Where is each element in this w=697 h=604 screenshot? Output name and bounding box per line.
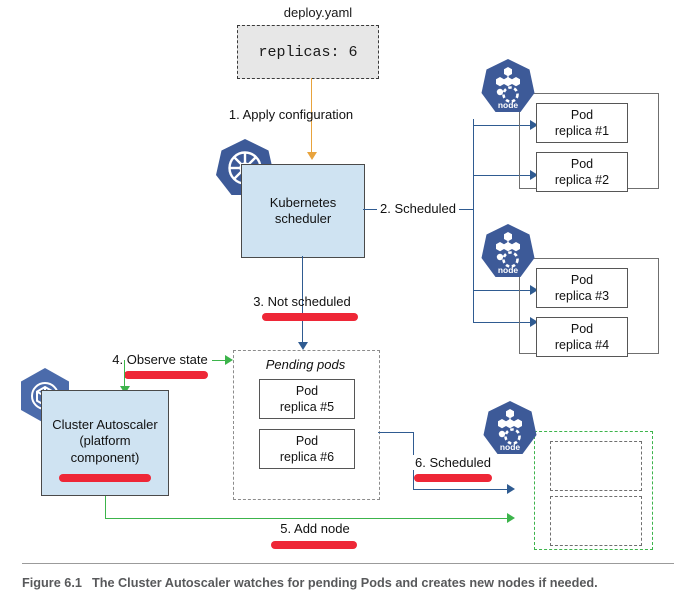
pod-label-line2: replica #3 bbox=[554, 289, 610, 303]
step-highlight-3 bbox=[262, 313, 358, 321]
pod-label-line1: Pod bbox=[570, 272, 594, 287]
connector-observe-state bbox=[212, 360, 226, 361]
pod-label-line2: replica #2 bbox=[554, 173, 610, 187]
step-label-2: 2. Scheduled bbox=[380, 201, 456, 216]
pod-box: Pod replica #6 bbox=[259, 429, 355, 469]
node-icon-label: node bbox=[498, 100, 519, 110]
connector-to-pod-4 bbox=[473, 322, 531, 323]
node-icon-label: node bbox=[500, 442, 521, 452]
connector-apply-config bbox=[311, 78, 312, 154]
pending-pods-frame bbox=[233, 350, 380, 500]
pod-box: Pod replica #1 bbox=[536, 103, 628, 143]
connector-add-node-down bbox=[105, 496, 106, 518]
pod-box: Pod replica #5 bbox=[259, 379, 355, 419]
connector-to-pod-2 bbox=[473, 175, 531, 176]
connector-observe-state-down bbox=[124, 360, 125, 388]
step-label-1: 1. Apply configuration bbox=[228, 107, 354, 122]
kubernetes-scheduler-box: Kubernetes scheduler bbox=[241, 164, 365, 258]
connector-to-pod-1 bbox=[473, 125, 531, 126]
node-icon-label: node bbox=[498, 265, 519, 275]
autoscaler-highlight bbox=[59, 474, 151, 482]
arrowhead-apply-config bbox=[307, 152, 317, 160]
connector-to-pod-3 bbox=[473, 290, 531, 291]
arrowhead-add-node bbox=[507, 513, 515, 523]
autoscaler-label-line2: (platform bbox=[79, 433, 131, 449]
empty-pod-slot bbox=[550, 441, 642, 491]
step-highlight-5 bbox=[271, 541, 357, 549]
pod-label-line2: replica #6 bbox=[279, 450, 335, 464]
autoscaler-label-line3: component) bbox=[70, 449, 140, 465]
step-label-4: 4. Observe state bbox=[112, 352, 208, 367]
connector-scheduled-trunk bbox=[473, 119, 474, 299]
pod-label-line1: Pod bbox=[295, 383, 319, 398]
connector-step6-to-node bbox=[413, 489, 510, 490]
pod-label-line1: Pod bbox=[570, 156, 594, 171]
scheduler-label-line1: Kubernetes bbox=[269, 194, 337, 210]
pod-box: Pod replica #3 bbox=[536, 268, 628, 308]
step-highlight-4 bbox=[124, 371, 208, 379]
node-icon: node bbox=[481, 59, 535, 112]
figure-number: Figure 6.1 bbox=[22, 576, 82, 590]
pod-box: Pod replica #2 bbox=[536, 152, 628, 192]
figure-caption: Figure 6.1 The Cluster Autoscaler watches… bbox=[22, 576, 598, 590]
pod-label-line1: Pod bbox=[570, 107, 594, 122]
connector-step6-from-pending bbox=[378, 432, 414, 433]
node-icon: node bbox=[481, 224, 535, 277]
autoscaler-label-line1: Cluster Autoscaler bbox=[52, 417, 158, 432]
scheduler-label-line2: scheduler bbox=[274, 211, 332, 226]
arrowhead-observe-state bbox=[225, 355, 233, 365]
pod-label-line1: Pod bbox=[570, 321, 594, 336]
empty-pod-slot bbox=[550, 496, 642, 546]
step-label-6: 6. Scheduled bbox=[401, 455, 505, 470]
arrowhead-pod-4 bbox=[530, 317, 538, 327]
node-icon: node bbox=[483, 401, 537, 454]
connector-not-scheduled bbox=[302, 256, 303, 344]
figure-caption-text: The Cluster Autoscaler watches for pendi… bbox=[91, 576, 598, 590]
connector-scheduled-left-stub bbox=[363, 209, 377, 210]
arrowhead-pod-3 bbox=[530, 285, 538, 295]
connector-add-node-across bbox=[105, 518, 510, 519]
manifest-code: replicas: 6 bbox=[258, 43, 358, 61]
pod-label-line1: Pod bbox=[295, 433, 319, 448]
pod-label-line2: replica #1 bbox=[554, 124, 610, 138]
manifest-box: replicas: 6 bbox=[237, 25, 379, 79]
new-node-frame bbox=[534, 431, 653, 550]
step-label-3: 3. Not scheduled bbox=[253, 294, 351, 309]
arrowhead-pod-2 bbox=[530, 170, 538, 180]
connector-trunk-lower bbox=[473, 290, 474, 323]
caption-divider bbox=[22, 563, 674, 565]
arrowhead-step6 bbox=[507, 484, 515, 494]
pod-label-line2: replica #5 bbox=[279, 400, 335, 414]
pod-box: Pod replica #4 bbox=[536, 317, 628, 357]
arrowhead-pod-1 bbox=[530, 120, 538, 130]
pod-label-line2: replica #4 bbox=[554, 338, 610, 352]
step-highlight-6 bbox=[414, 474, 492, 482]
step-label-5: 5. Add node bbox=[280, 521, 350, 536]
pending-pods-title: Pending pods bbox=[265, 357, 346, 372]
manifest-filename: deploy.yaml bbox=[283, 5, 353, 20]
connector-scheduled-right-stub bbox=[459, 209, 473, 210]
arrowhead-not-scheduled bbox=[298, 342, 308, 350]
